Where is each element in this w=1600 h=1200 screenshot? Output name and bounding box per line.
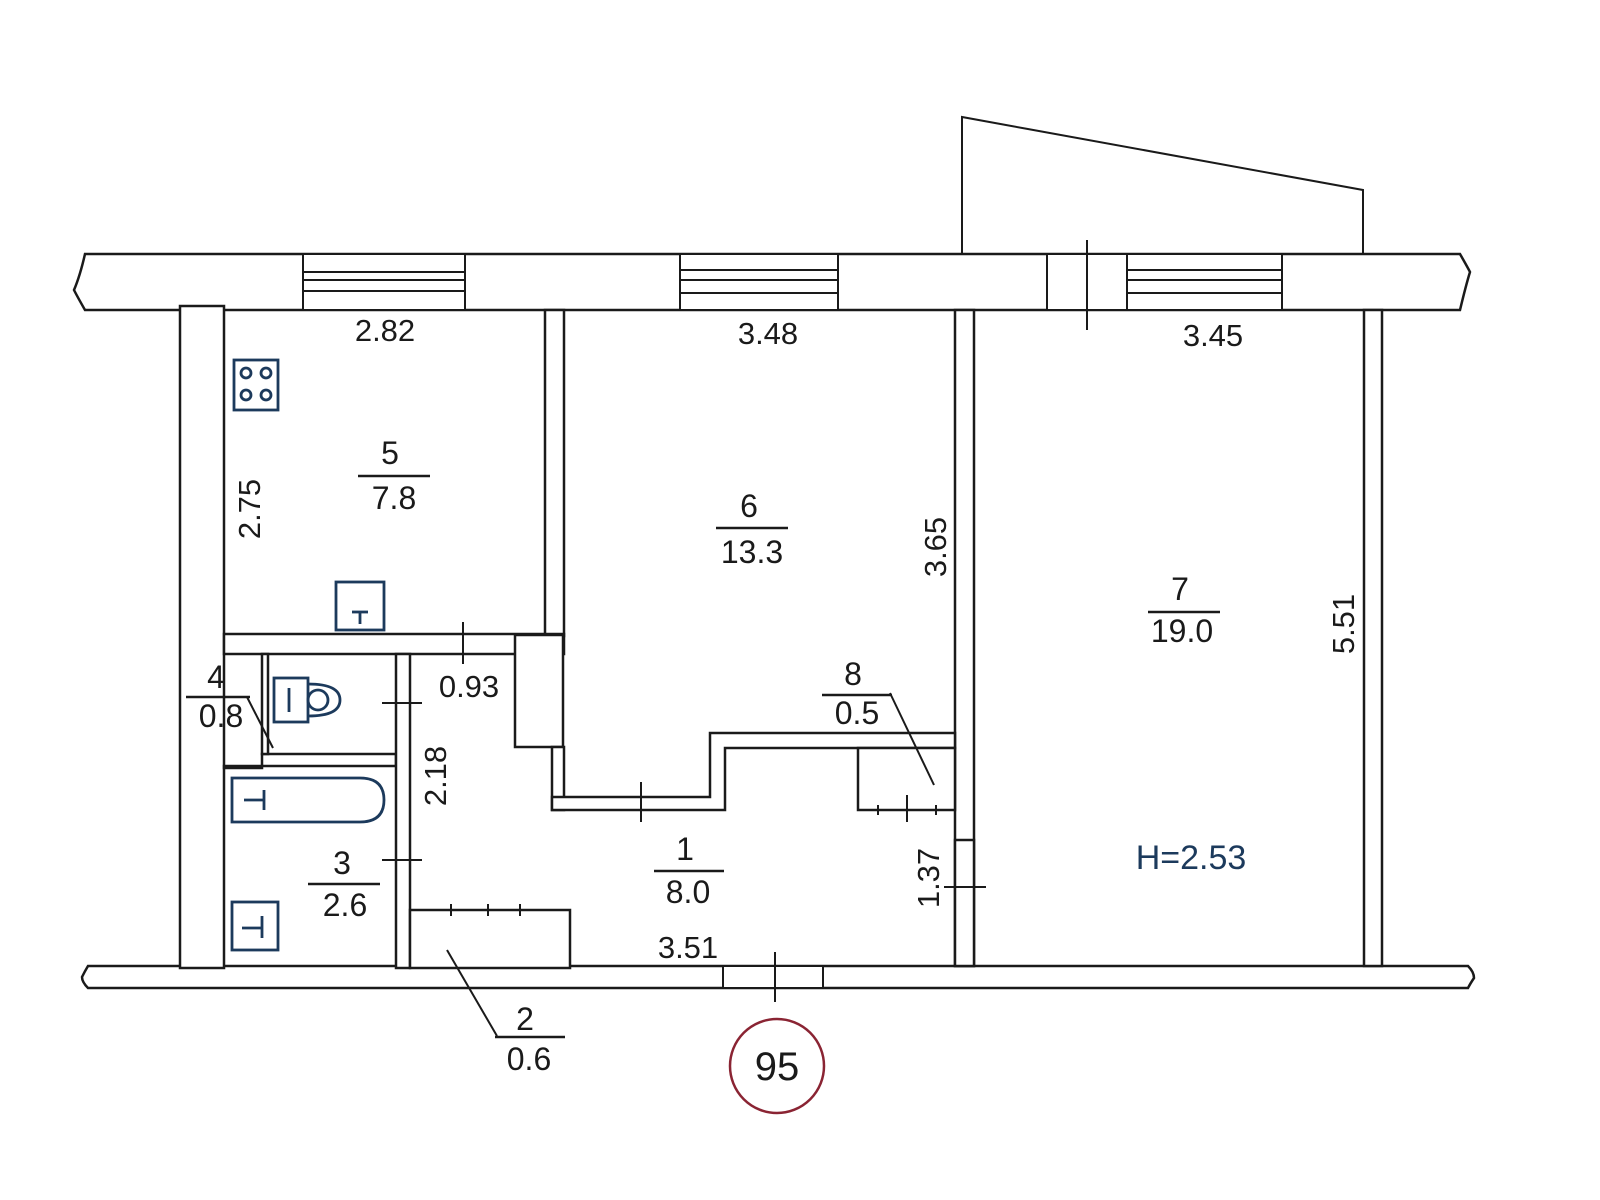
partition-kitchen-room6 — [543, 308, 566, 638]
room-4-label: 4 0.8 — [186, 659, 250, 734]
unit-stamp: 95 — [728, 1017, 826, 1115]
room-8-area: 0.5 — [835, 695, 879, 731]
room-1-number: 1 — [676, 831, 694, 867]
partition-room7-right — [1362, 308, 1384, 968]
room-1-label: 1 8.0 — [654, 831, 724, 910]
room-5-number: 5 — [381, 435, 399, 471]
dim-kitchen-depth: 2.75 — [232, 479, 267, 539]
dim-hall-width: 3.51 — [658, 930, 718, 965]
room-3-area: 2.6 — [323, 887, 367, 923]
room-6-number: 6 — [740, 488, 758, 524]
window-room-7 — [1126, 253, 1283, 311]
balcony-door — [1046, 240, 1128, 330]
window-room-6 — [679, 253, 839, 311]
window-kitchen — [302, 253, 466, 311]
room-7-area: 19.0 — [1151, 613, 1213, 649]
balcony — [961, 115, 1364, 257]
dim-bath-depth: 2.18 — [418, 746, 453, 806]
toilet-icon — [272, 676, 342, 724]
ceiling-height: H=2.53 — [1136, 839, 1247, 877]
leader-room-2 — [446, 949, 498, 1037]
partition-hall-column — [513, 633, 565, 749]
room-6-area: 13.3 — [721, 534, 783, 570]
room-2-number: 2 — [516, 1001, 534, 1037]
kitchen-sink-icon — [334, 580, 386, 632]
room-2-label: 2 0.6 — [495, 1001, 565, 1077]
room-3-label: 3 2.6 — [308, 845, 380, 923]
partition-toilet-left — [260, 652, 270, 756]
partition-bath-left — [222, 764, 264, 770]
dim-kitchen-width: 2.82 — [355, 313, 415, 348]
room-8-label: 8 0.5 — [822, 656, 892, 731]
room-4-number: 4 — [207, 659, 225, 695]
room-4-area: 0.8 — [199, 698, 243, 734]
room-5-area: 7.8 — [372, 480, 416, 516]
room-7-label: 7 19.0 — [1148, 571, 1220, 649]
bathtub-icon — [230, 776, 386, 824]
partition-kitchen-bottom — [222, 632, 566, 656]
left-exterior-wall — [178, 304, 226, 970]
room-6-label: 6 13.3 — [716, 488, 788, 570]
room-7-number: 7 — [1171, 571, 1189, 607]
room-1-area: 8.0 — [666, 874, 710, 910]
room-5-label: 5 7.8 — [358, 435, 430, 516]
dim-hall-depth: 1.37 — [911, 848, 946, 908]
stove-icon — [232, 358, 280, 412]
partition-closet-2 — [408, 908, 572, 970]
door-ticks — [382, 622, 986, 916]
dim-toilet-width: 0.93 — [439, 669, 499, 704]
unit-stamp-number: 95 — [755, 1045, 800, 1089]
partition-hall-right — [953, 838, 976, 968]
leader-room-8 — [889, 692, 935, 786]
window-hall — [722, 952, 824, 1002]
dim-room6-depth: 3.65 — [918, 517, 953, 577]
leader-room-4 — [246, 696, 274, 749]
partition-wet-room-vertical — [394, 652, 412, 970]
room-2-area: 0.6 — [507, 1041, 551, 1077]
room-3-number: 3 — [333, 845, 351, 881]
dim-room6-width: 3.48 — [738, 316, 798, 351]
dim-room7-width: 3.45 — [1183, 318, 1243, 353]
bath-sink-icon — [230, 900, 280, 952]
room-8-number: 8 — [844, 656, 862, 692]
dim-room7-depth: 5.51 — [1326, 594, 1361, 654]
partition-toilet-bath — [260, 752, 398, 768]
